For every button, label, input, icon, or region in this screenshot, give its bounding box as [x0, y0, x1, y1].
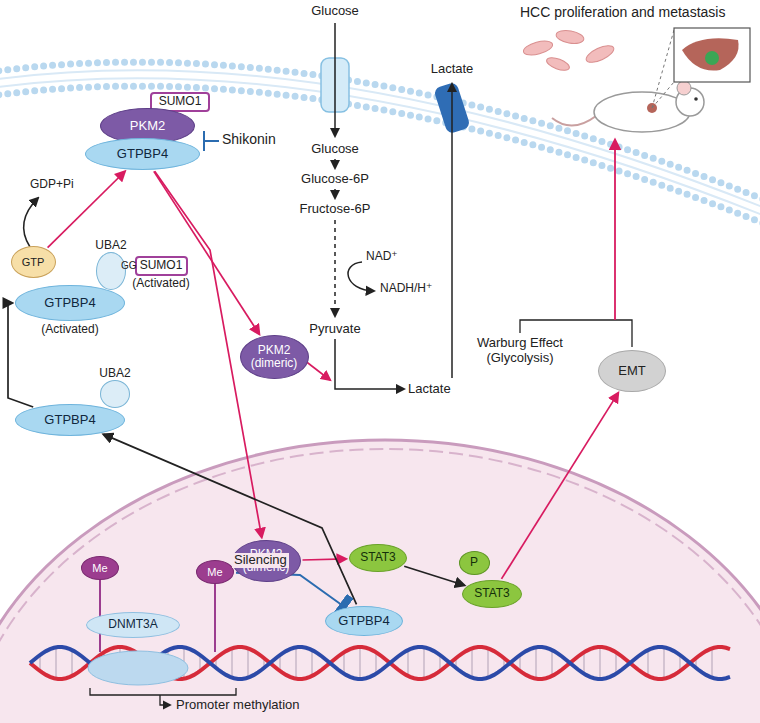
node-text-group: GTP [22, 256, 45, 268]
node-label: PKM2 [130, 119, 165, 133]
node-caption: UBA2 [95, 238, 126, 252]
node-text-group: GTPBP4 [44, 296, 95, 310]
node-text-group: STAT3 [474, 587, 510, 600]
dnmt3a-enzyme: DNMT3A [86, 612, 180, 638]
node-label: Me [207, 566, 222, 578]
node-text-group: STAT3 [360, 551, 396, 564]
motif-label: GG [121, 260, 137, 272]
metabolite-label: Glucose [311, 142, 359, 157]
arrow-connector [502, 393, 619, 579]
node-text-group: Me [207, 566, 222, 578]
arrow-connector [404, 566, 464, 585]
cofactor-label: NADH/H⁺ [380, 282, 432, 296]
tumor-cells [522, 29, 616, 73]
drug-label: Shikonin [222, 131, 276, 147]
node-caption: (Activated) [132, 276, 189, 290]
node-label: GTPBP4 [117, 147, 168, 161]
nucleus [0, 440, 760, 723]
arrow-connector [303, 559, 347, 560]
pkm2-dimer: PKM2(dimeric) [240, 335, 309, 379]
node-label: SUMO1 [140, 259, 183, 272]
process-label: Promoter methylation [176, 698, 300, 713]
node-label: DNMT3A [108, 618, 157, 631]
mouse [552, 28, 750, 132]
cofactor-label: NAD⁺ [366, 250, 398, 264]
node-label: STAT3 [360, 551, 396, 564]
node-text-group: Me [92, 562, 107, 574]
node-label: GTP [22, 256, 45, 268]
node-label: GTPBP4 [44, 413, 95, 427]
node-caption: UBA2 [99, 366, 130, 380]
node-caption: (Activated) [41, 322, 98, 336]
node-text-group: EMT [618, 364, 645, 378]
metabolite-label: Glucose-6P [301, 172, 369, 187]
metabolite-label: Fructose-6P [300, 202, 371, 217]
stat3-phospho: STAT3 [462, 580, 522, 608]
node-label: EMT [618, 364, 645, 378]
dnmt3a-lower-lobe [88, 651, 188, 685]
cell-membrane [0, 62, 760, 226]
gtpbp4-protein: GTPBP4 [85, 138, 200, 170]
node-text-group: DNMT3A [108, 618, 157, 631]
arrow-connector [104, 434, 357, 604]
node-text-group: GTPBP4 [338, 614, 389, 628]
node-label: (dimeric) [251, 357, 298, 370]
arrow-connector [154, 171, 259, 334]
gtpbp4-activated: GTPBP4(Activated) [15, 285, 125, 321]
uba2-protein: UBA2 [100, 380, 130, 408]
gtpbp4-gene: GTPBP4 [325, 606, 403, 636]
sumo1-activated: SUMO1(Activated) [135, 256, 188, 276]
node-label: P [470, 556, 478, 569]
node-label: GTPBP4 [338, 614, 389, 628]
node-label: GTPBP4 [44, 296, 95, 310]
figure-heading: HCC proliferation and metastasis [520, 4, 725, 20]
edge-label: Silencing [232, 553, 289, 568]
metabolite-label: Lactate [431, 62, 474, 77]
methyl-mark: Me [81, 556, 119, 580]
node-text-group: P [470, 556, 478, 569]
stat3-protein: STAT3 [349, 544, 407, 572]
node-label: STAT3 [474, 587, 510, 600]
node-text-group: PKM2(dimeric) [251, 344, 298, 370]
metabolite-label: Glucose [311, 4, 359, 19]
process-label: Warburg Effect (Glycolysis) [464, 336, 576, 366]
metabolite-label: GDP+Pi [30, 178, 74, 192]
node-label: PKM2 [258, 344, 291, 357]
emt-blob: EMT [598, 350, 666, 392]
node-text-group: GTPBP4 [44, 413, 95, 427]
node-text-group: PKM2 [130, 119, 165, 133]
arrow-connector [8, 303, 33, 407]
methyl-mark: Me [196, 560, 234, 584]
node-label: SUMO1 [159, 95, 202, 108]
metabolite-label: Pyruvate [309, 322, 360, 337]
metabolite-label: Lactate [408, 382, 451, 397]
node-label: Me [92, 562, 107, 574]
node-text-group: GTPBP4 [117, 147, 168, 161]
phosphate-dot: P [459, 551, 490, 575]
node-text-group: SUMO1 [140, 259, 183, 272]
gtp-molecule: GTP [11, 246, 56, 278]
node-text-group: SUMO1 [159, 95, 202, 108]
gtpbp4-protein: GTPBP4 [15, 404, 125, 436]
